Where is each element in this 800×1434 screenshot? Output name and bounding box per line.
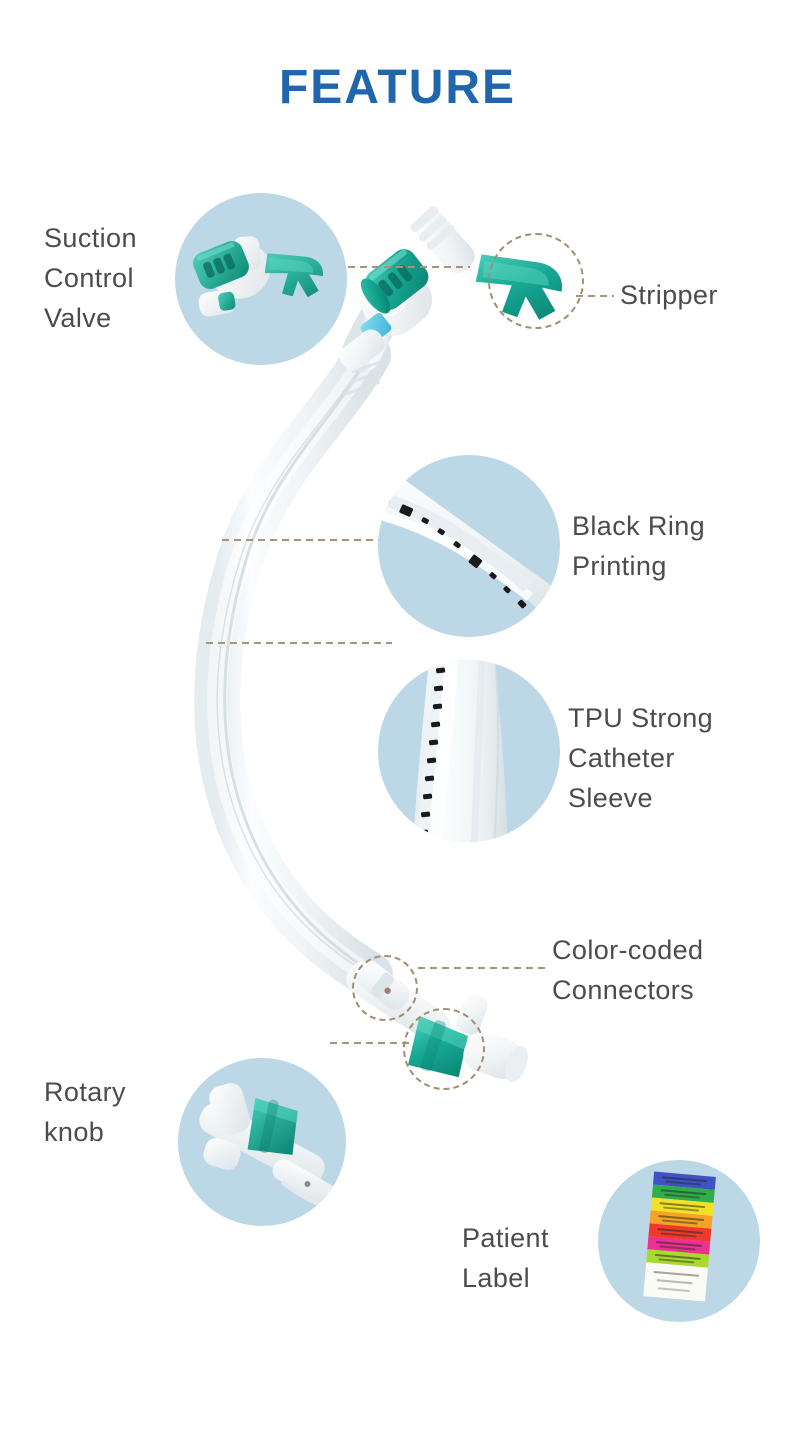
zoom-circle-rotary-knob — [178, 1058, 346, 1226]
callout-label-color-coded-connectors: Color-coded Connectors — [552, 935, 704, 1005]
catheter-sleeve-edge — [216, 354, 371, 976]
black-ring-marks — [380, 495, 527, 609]
strip-text-line — [660, 1232, 697, 1238]
inner-catheter — [223, 359, 369, 972]
zoom-circle-patient-label — [598, 1160, 760, 1322]
strip-text-line — [664, 1193, 701, 1199]
strip-text-line — [662, 1206, 699, 1212]
strip-text-line — [653, 1270, 700, 1277]
patient-label-strip — [643, 1262, 708, 1302]
zoom-circle-black-ring-printing — [378, 455, 560, 637]
valve-upper-port — [410, 206, 475, 274]
connector-highlight-ring — [352, 955, 418, 1021]
corrugated-section — [345, 358, 387, 396]
zoom-art-tpu-sleeve — [412, 660, 508, 842]
callout-label-tpu-catheter-sleeve: TPU Strong Catheter Sleeve — [568, 703, 714, 813]
strip-text-line — [665, 1180, 702, 1186]
suction-control-valve-head — [360, 249, 429, 314]
zoom-circle-tpu-catheter-sleeve — [378, 660, 560, 842]
strip-text-line — [656, 1279, 693, 1285]
zoom-art-suction-valve — [193, 236, 324, 317]
callout-label-rotary-knob: Rotary knob — [44, 1077, 126, 1147]
page-title: FEATURE — [205, 48, 590, 128]
title-frame: FEATURE — [205, 48, 590, 128]
strip-text-line — [659, 1245, 696, 1251]
strip-text-line — [661, 1219, 698, 1225]
callout-label-suction-control-valve: Suction Control Valve — [44, 223, 137, 333]
stripper-highlight-ring — [488, 233, 584, 329]
zoom-art-rotary-knob — [199, 1083, 336, 1210]
strip-text-line — [658, 1258, 695, 1264]
valve-collar — [339, 329, 385, 371]
zoom-circle-suction-control-valve — [175, 193, 347, 365]
patient-label-strip-stack — [642, 1171, 716, 1315]
strip-text-line — [657, 1287, 690, 1293]
zoom-art-black-ring — [378, 475, 560, 627]
callout-label-black-ring-printing: Black Ring Printing — [572, 511, 706, 581]
callout-label-patient-label: Patient Label — [462, 1223, 549, 1293]
callout-label-stripper: Stripper — [620, 280, 718, 310]
rotary-knob-highlight-ring — [403, 1008, 485, 1090]
